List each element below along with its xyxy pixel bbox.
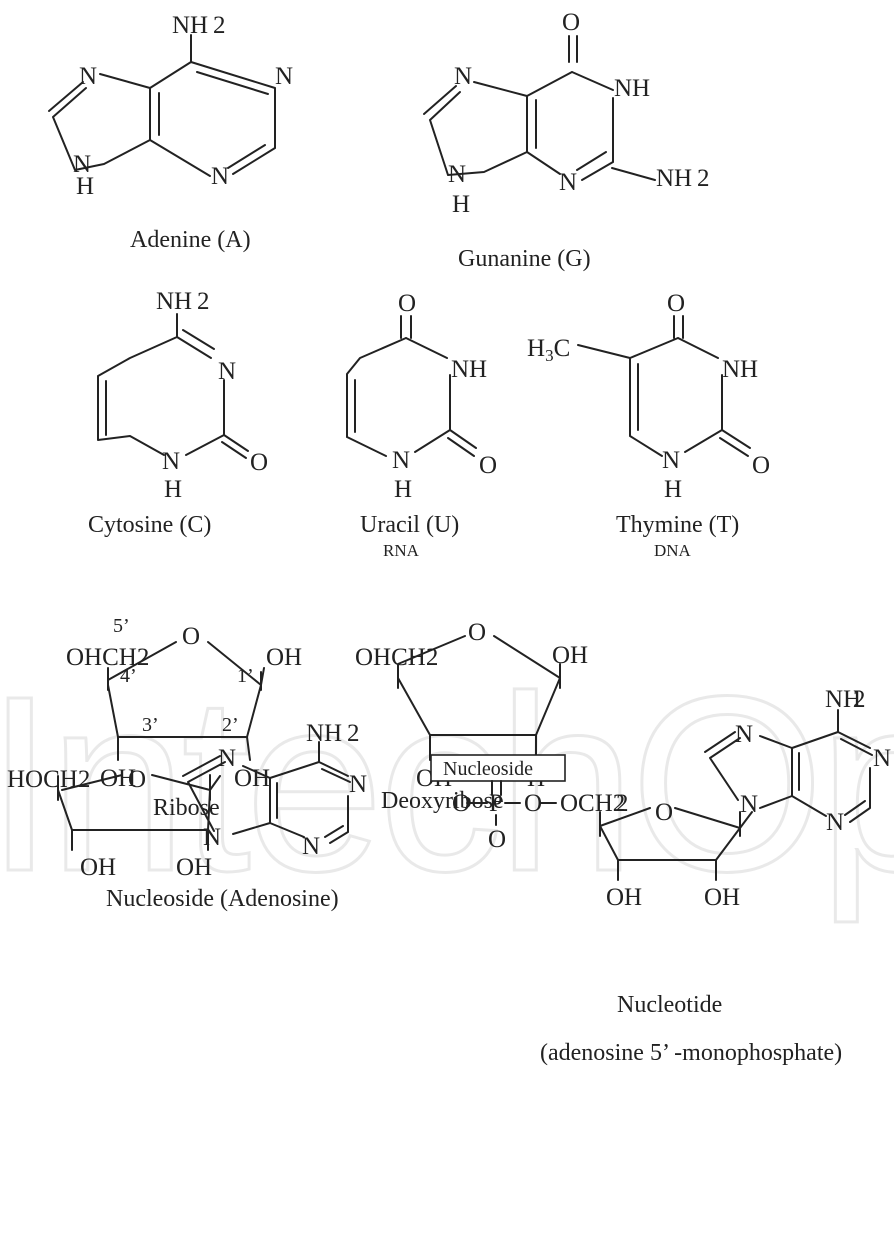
atom-label-o: O (524, 790, 542, 817)
atom-label-sub-2: 2 (616, 790, 629, 817)
atom-label-pos-2: 2’ (222, 714, 239, 736)
atom-label-oh: OH (266, 644, 302, 671)
caption-nucleotide: Nucleotide (617, 992, 722, 1018)
atom-label-n: N (826, 809, 844, 836)
atom-label-o: O (479, 452, 497, 479)
atom-label-n: N (559, 169, 577, 196)
atom-label-o: O (182, 623, 200, 650)
atom-label-nh2: NH (156, 288, 192, 315)
atom-label-n: N (275, 63, 293, 90)
atom-label-sub-2: 2 (347, 720, 360, 747)
atom-label-n: N (454, 63, 472, 90)
atom-label-n: N (873, 745, 891, 772)
atom-label-p: P (489, 790, 503, 817)
atom-label-o: O (468, 619, 486, 646)
caption-thymine-note: DNA (654, 541, 692, 560)
atom-label-ohch2: OHCH2 (355, 644, 438, 671)
atom-label-nh: NH (451, 356, 487, 383)
atom-label-n: N (218, 358, 236, 385)
caption-deoxyribose: Deoxyribose (381, 788, 504, 814)
caption-cytosine: Cytosine (C) (88, 512, 211, 538)
atom-label-n: N (662, 447, 680, 474)
atom-label-pos-4: 4’ (120, 665, 137, 687)
ribose-structure: 5’ OHCH2 O OH 4’ 1’ 3’ 2’ OH OH (66, 615, 302, 792)
atom-label-pos-1: 1’ (237, 665, 254, 687)
atom-label-sub-2: 2 (197, 288, 210, 315)
atom-label-oh: OH (704, 884, 740, 911)
methyl-group: H3C (527, 335, 570, 365)
caption-thymine: Thymine (T) (616, 512, 739, 538)
atom-label-n: N (211, 163, 229, 190)
atom-label-sub-2: 2 (213, 12, 226, 39)
atom-label-pos-5: 5’ (113, 615, 130, 637)
atom-label-h: H (452, 191, 470, 218)
atom-label-n: N (735, 721, 753, 748)
atom-label-nh: NH (722, 356, 758, 383)
uracil-structure: O NH O N H (346, 290, 497, 503)
atom-label-o: O (398, 290, 416, 317)
atom-label-hoch2: HOCH2 (7, 766, 90, 793)
atom-label-n: N (392, 447, 410, 474)
atom-label-sub-2: 2 (697, 165, 710, 192)
atom-label-n: N (740, 791, 758, 818)
atom-label-n: N (448, 161, 466, 188)
atom-label-n: N (162, 448, 180, 475)
atom-label-oh: OH (552, 642, 588, 669)
atom-label-sub-2: 2 (853, 686, 866, 713)
atom-label-nh2: NH (825, 686, 861, 713)
atom-label-h: H (394, 476, 412, 503)
caption-adenine: Adenine (A) (130, 227, 251, 253)
watermark-logo: IntechOpen (0, 644, 894, 923)
atom-label-n: N (349, 771, 367, 798)
atom-label-nh: NH (614, 75, 650, 102)
atom-label-o: O (562, 9, 580, 36)
atom-label-nh2: NH (172, 12, 208, 39)
caption-nucleotide-note: (adenosine 5’ -monophosphate) (540, 1040, 842, 1066)
atom-label-n: N (79, 63, 97, 90)
atom-label-o: O (250, 449, 268, 476)
atom-label-oh: OH (606, 884, 642, 911)
atom-label-nh2: NH (306, 720, 342, 747)
atom-label-o: O (655, 799, 673, 826)
atom-label-h: H (164, 476, 182, 503)
atom-label-o: O (752, 452, 770, 479)
atom-label-n: N (73, 151, 91, 178)
atom-label-h: H (76, 173, 94, 200)
atom-label-n: N (203, 824, 221, 851)
atom-label-och2: OCH2 (560, 790, 625, 817)
atom-label-ohch2: OHCH2 (66, 644, 149, 671)
atom-label-nucleoside-box: Nucleoside (443, 758, 533, 780)
atom-label-o: O (488, 826, 506, 853)
atom-label-pos-3: 3’ (142, 714, 159, 736)
thymine-structure: O H3C NH O N H (527, 290, 770, 503)
atom-label-n: N (218, 745, 236, 772)
atom-label-oh: OH (80, 854, 116, 881)
atom-label-oh: OH (176, 854, 212, 881)
caption-nucleoside: Nucleoside (Adenosine) (106, 886, 339, 912)
atom-label-o: O (128, 766, 146, 793)
nucleoside-label-box (430, 754, 566, 782)
atom-label-n: N (302, 833, 320, 860)
atom-label-o: O (452, 790, 470, 817)
atom-label-h: H (664, 476, 682, 503)
atom-label-o: O (667, 290, 685, 317)
caption-guanine: Gunanine (G) (458, 246, 591, 272)
atom-label-nh2: NH (656, 165, 692, 192)
caption-uracil: Uracil (U) (360, 512, 459, 538)
caption-uracil-note: RNA (383, 541, 420, 560)
